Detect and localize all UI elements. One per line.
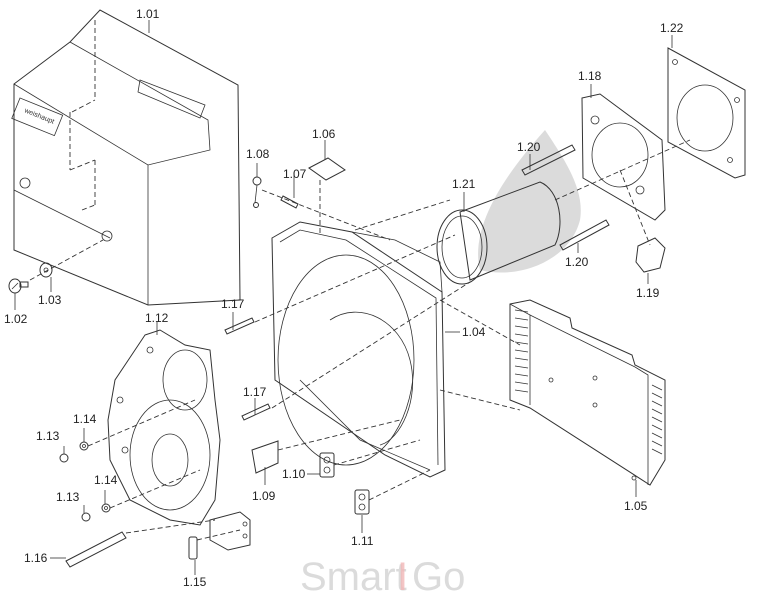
label-1-19: 1.19	[636, 286, 660, 300]
part-cover-cap[interactable]	[308, 157, 346, 181]
brand-badge: weishaupt	[22, 107, 55, 126]
part-hinge-pin[interactable]	[65, 531, 127, 568]
part-cover-hood[interactable]	[11, 9, 241, 306]
part-flange-gasket[interactable]	[667, 47, 746, 179]
label-1-20a: 1.20	[517, 140, 541, 154]
part-labels: 1.01 1.02 1.03 1.04 1.05 1.06 1.07 1.08 …	[4, 7, 684, 589]
part-stud-bolt-117a[interactable]	[224, 317, 255, 335]
label-1-13b: 1.13	[56, 490, 80, 504]
label-1-01: 1.01	[136, 7, 160, 21]
label-1-14a: 1.14	[73, 412, 97, 426]
assembly-lines	[87, 139, 691, 541]
part-hinge-block[interactable]	[209, 511, 251, 551]
part-air-silencer[interactable]	[509, 299, 666, 486]
label-1-16: 1.16	[24, 551, 48, 565]
label-1-12: 1.12	[145, 311, 169, 325]
part-flange[interactable]	[581, 93, 666, 221]
label-1-14b: 1.14	[94, 473, 118, 487]
flame-icon	[478, 130, 581, 273]
label-1-06: 1.06	[312, 127, 336, 141]
label-1-05: 1.05	[624, 499, 648, 513]
label-1-08: 1.08	[246, 147, 270, 161]
label-1-20b: 1.20	[565, 255, 589, 269]
label-1-09: 1.09	[252, 489, 276, 503]
label-1-10: 1.10	[282, 467, 306, 481]
part-stud-bolt-120a[interactable]	[521, 144, 576, 176]
label-1-15: 1.15	[183, 575, 207, 589]
label-1-02: 1.02	[4, 312, 28, 326]
part-screw-107[interactable]	[280, 195, 299, 209]
label-1-07: 1.07	[283, 167, 307, 181]
part-connector-plug[interactable]	[251, 440, 279, 474]
label-1-04: 1.04	[462, 325, 486, 339]
label-1-18: 1.18	[578, 69, 602, 83]
part-housing[interactable]	[271, 221, 446, 478]
label-1-17a: 1.17	[221, 297, 245, 311]
label-1-17b: 1.17	[243, 385, 267, 399]
part-grommet-111[interactable]	[354, 489, 370, 515]
part-screw-113b[interactable]	[81, 512, 91, 522]
part-flange-plate[interactable]	[107, 329, 221, 526]
label-1-11: 1.11	[351, 534, 374, 548]
part-clamp[interactable]	[635, 237, 666, 273]
label-1-13a: 1.13	[36, 429, 60, 443]
part-blast-tube[interactable]	[436, 181, 561, 285]
part-washer-103[interactable]	[39, 262, 53, 278]
label-1-03: 1.03	[38, 293, 62, 307]
part-stud-bolt-120b[interactable]	[559, 219, 610, 251]
label-1-21: 1.21	[452, 177, 476, 191]
leader-lines	[14, 20, 673, 575]
part-stud-bolt-117b[interactable]	[241, 403, 271, 421]
label-1-22: 1.22	[660, 21, 684, 35]
part-clip[interactable]	[188, 536, 198, 560]
